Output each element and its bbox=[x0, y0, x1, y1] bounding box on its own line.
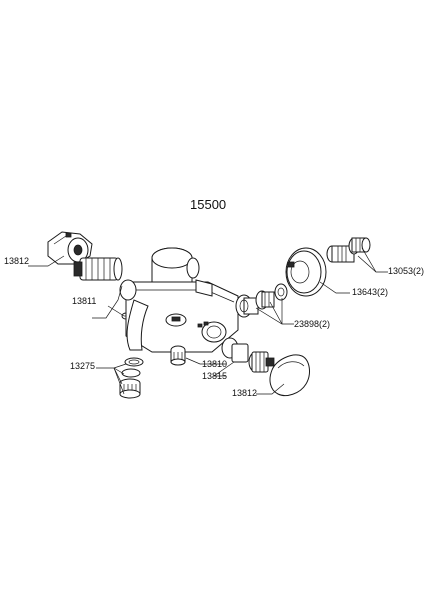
callout-13810: 13810 bbox=[202, 359, 228, 369]
right-handle-part bbox=[269, 354, 310, 397]
leader-lines bbox=[28, 247, 388, 395]
model-number: 15500 bbox=[190, 197, 227, 212]
wall-flange-part bbox=[285, 247, 327, 297]
callout-13643: 13643(2) bbox=[352, 287, 389, 297]
bottom-nut-part bbox=[170, 345, 186, 366]
connector-set-part bbox=[235, 283, 288, 318]
callout-13812-right: 13812 bbox=[232, 388, 258, 398]
valve-body-part bbox=[119, 247, 239, 353]
callout-13275: 13275 bbox=[70, 361, 96, 371]
right-cartridge-part bbox=[221, 337, 275, 373]
callout-23898: 23898(2) bbox=[294, 319, 331, 329]
left-cartridge-part bbox=[73, 257, 123, 281]
callout-13053: 13053(2) bbox=[388, 266, 424, 276]
callout-13812-left: 13812 bbox=[4, 256, 30, 266]
left-handle-part bbox=[47, 231, 93, 265]
callout-13815: 13815 bbox=[202, 371, 228, 381]
callout-13811: 13811 bbox=[72, 296, 97, 306]
